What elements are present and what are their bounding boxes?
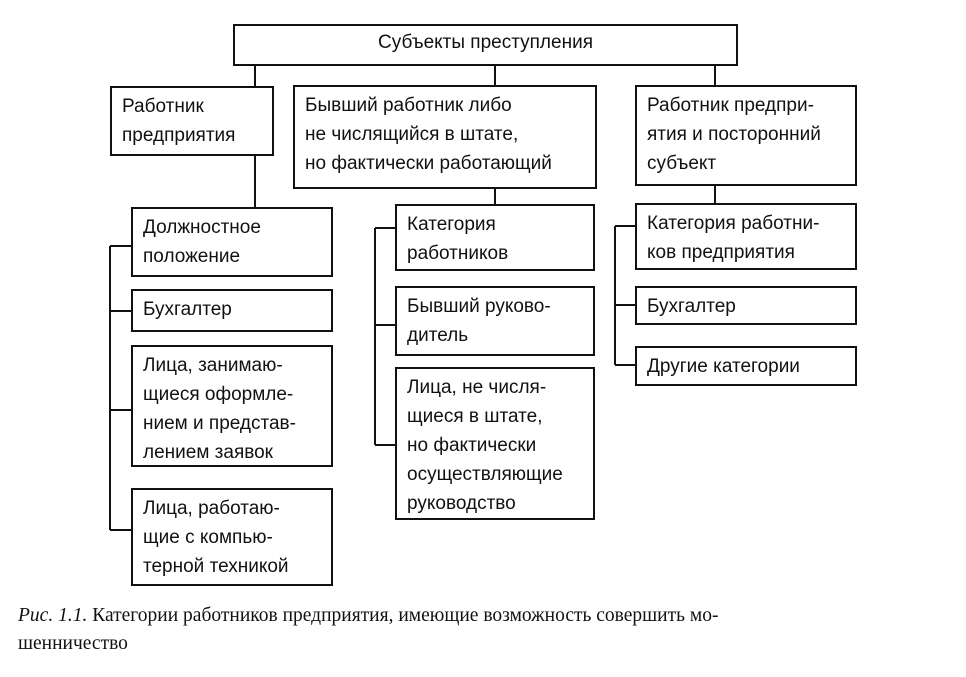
- item-non-staff-managers: Лица, не числя- щиеся в штате, но фактич…: [395, 367, 595, 520]
- figure-caption: Рис. 1.1. Категории работников предприят…: [18, 602, 948, 658]
- item-application-processors: Лица, занимаю- щиеся оформле- нием и пре…: [131, 345, 333, 467]
- item-accountant-2: Бухгалтер: [635, 286, 857, 325]
- item-employee-category: Категория работников: [395, 204, 595, 271]
- header-employee: Работник предприятия: [110, 86, 274, 156]
- item-other-categories: Другие категории: [635, 346, 857, 386]
- caption-text: Категории работников предприятия, имеющи…: [18, 605, 719, 654]
- root-node: Субъекты преступления: [233, 24, 738, 66]
- header-employee-and-outsider: Работник предпри- ятия и посторонний суб…: [635, 85, 857, 186]
- caption-figure-number: Рис. 1.1.: [18, 605, 88, 626]
- item-official-position: Должностное положение: [131, 207, 333, 277]
- item-accountant: Бухгалтер: [131, 289, 333, 332]
- header-former-employee: Бывший работник либо не числящийся в шта…: [293, 85, 597, 189]
- item-enterprise-employee-category: Категория работни- ков предприятия: [635, 203, 857, 270]
- item-computer-operators: Лица, работаю- щие с компью- терной техн…: [131, 488, 333, 586]
- item-former-manager: Бывший руково- дитель: [395, 286, 595, 356]
